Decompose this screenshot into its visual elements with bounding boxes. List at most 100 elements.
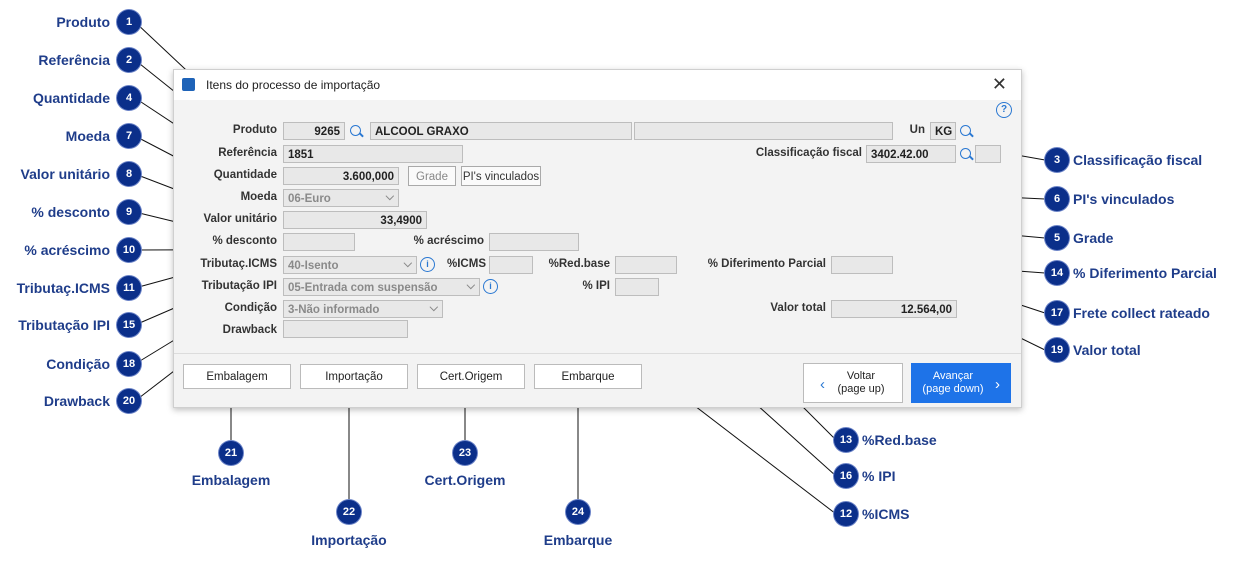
callout-label-moeda: Moeda <box>65 128 110 144</box>
callout-label-valor-unitario: Valor unitário <box>20 166 110 182</box>
callout-label-cert-origem: Cert.Origem <box>424 472 506 488</box>
classificacao-extra-field[interactable] <box>975 145 1001 163</box>
valor-unitario-field[interactable]: 33,4900 <box>283 211 427 229</box>
callout-badge-20: 20 <box>117 389 141 413</box>
callout-label-embalagem: Embalagem <box>191 472 271 488</box>
callout-badge-5: 5 <box>1045 226 1069 250</box>
callout-label-diferimento: % Diferimento Parcial <box>1073 265 1217 281</box>
unidade-field[interactable]: KG <box>930 122 956 140</box>
red-base-label: %Red.base <box>548 258 610 270</box>
callout-badge-22: 22 <box>337 500 361 524</box>
classificacao-label: Classificação fiscal <box>755 147 862 159</box>
importacao-button[interactable]: Importação <box>300 364 408 389</box>
icms-field[interactable] <box>489 256 533 274</box>
moeda-label: Moeda <box>240 191 277 203</box>
callout-badge-18: 18 <box>117 352 141 376</box>
tributac-icms-info-icon[interactable]: i <box>420 257 435 272</box>
embarque-button[interactable]: Embarque <box>534 364 642 389</box>
close-icon[interactable]: ✕ <box>991 74 1007 94</box>
acrescimo-field[interactable] <box>489 233 579 251</box>
un-label: Un <box>909 124 925 136</box>
tributacao-ipi-info-icon[interactable]: i <box>483 279 498 294</box>
callout-badge-12: 12 <box>834 502 858 526</box>
tributac-icms-select[interactable]: 40-Isento <box>283 256 417 274</box>
callout-badge-8: 8 <box>117 162 141 186</box>
red-base-field[interactable] <box>615 256 677 274</box>
tributacao-ipi-select[interactable]: 05-Entrada com suspensão <box>283 278 480 296</box>
referencia-label: Referência <box>218 147 277 159</box>
callout-label-icms: %ICMS <box>862 506 910 522</box>
avancar-shortcut: (page down) <box>922 383 984 395</box>
import-items-dialog: Itens do processo de importação ✕ ? Prod… <box>173 69 1022 408</box>
quantidade-label: Quantidade <box>213 169 277 181</box>
drawback-field[interactable] <box>283 320 408 338</box>
unidade-search-icon[interactable] <box>960 125 971 136</box>
moeda-select[interactable]: 06-Euro <box>283 189 399 207</box>
chevron-left-icon: ‹ <box>820 376 825 393</box>
voltar-button[interactable]: ‹ Voltar (page up) <box>803 363 903 403</box>
ipi-field[interactable] <box>615 278 659 296</box>
classificacao-field[interactable]: 3402.42.00 <box>866 145 956 163</box>
help-icon[interactable]: ? <box>996 102 1012 118</box>
callout-label-embarque: Embarque <box>543 532 613 548</box>
callout-label-grade: Grade <box>1073 230 1114 246</box>
callout-label-tributacao-ipi: Tributação IPI <box>18 317 110 333</box>
classificacao-search-icon[interactable] <box>960 148 971 159</box>
footer-separator <box>174 353 1021 354</box>
callout-label-condicao: Condição <box>46 356 110 372</box>
callout-label-frete-collect: Frete collect rateado <box>1073 305 1210 321</box>
callout-label-tributac-icms: Tributaç.ICMS <box>16 280 110 296</box>
desconto-label: % desconto <box>212 235 277 247</box>
produto-descricao-field[interactable]: ALCOOL GRAXO <box>370 122 632 140</box>
callout-badge-7: 7 <box>117 124 141 148</box>
callout-badge-16: 16 <box>834 464 858 488</box>
callout-badge-23: 23 <box>453 441 477 465</box>
callout-badge-19: 19 <box>1045 338 1069 362</box>
produto-label: Produto <box>232 124 277 136</box>
valor-total-label: Valor total <box>770 302 826 314</box>
produto-search-icon[interactable] <box>350 125 361 136</box>
referencia-field[interactable]: 1851 <box>283 145 463 163</box>
callout-badge-13: 13 <box>834 428 858 452</box>
valor-unitario-label: Valor unitário <box>203 213 278 225</box>
callout-badge-17: 17 <box>1045 301 1069 325</box>
callout-badge-14: 14 <box>1045 261 1069 285</box>
diferimento-field[interactable] <box>831 256 893 274</box>
callout-badge-10: 10 <box>117 238 141 262</box>
grade-button[interactable]: Grade <box>408 166 456 186</box>
callout-badge-3: 3 <box>1045 148 1069 172</box>
callout-badge-2: 2 <box>117 48 141 72</box>
callout-label-drawback: Drawback <box>43 393 110 409</box>
callout-label-referencia: Referência <box>38 52 110 68</box>
callout-label-acrescimo: % acréscimo <box>24 242 110 258</box>
produto-codigo-field[interactable]: 9265 <box>283 122 345 140</box>
callout-badge-9: 9 <box>117 200 141 224</box>
callout-label-valor-total: Valor total <box>1073 342 1141 358</box>
ipi-label: % IPI <box>582 280 610 292</box>
acrescimo-label: % acréscimo <box>413 235 484 247</box>
condicao-select[interactable]: 3-Não informado <box>283 300 443 318</box>
drawback-label: Drawback <box>222 324 277 336</box>
callout-badge-15: 15 <box>117 313 141 337</box>
callout-label-importacao: Importação <box>311 532 387 548</box>
desconto-field[interactable] <box>283 233 355 251</box>
callout-label-classificacao: Classificação fiscal <box>1073 152 1203 168</box>
avancar-button[interactable]: Avançar (page down) › <box>911 363 1011 403</box>
chevron-right-icon: › <box>995 376 1000 393</box>
embalagem-button[interactable]: Embalagem <box>183 364 291 389</box>
callout-badge-24: 24 <box>566 500 590 524</box>
cert-origem-button[interactable]: Cert.Origem <box>417 364 525 389</box>
app-icon <box>182 78 195 91</box>
callout-label-desconto: % desconto <box>31 204 110 220</box>
voltar-label: Voltar <box>846 370 876 382</box>
avancar-label: Avançar <box>932 370 974 382</box>
quantidade-field[interactable]: 3.600,000 <box>283 167 399 185</box>
callout-label-produto: Produto <box>56 14 110 30</box>
condicao-label: Condição <box>224 302 277 314</box>
valor-total-field[interactable]: 12.564,00 <box>831 300 957 318</box>
pis-vinculados-button[interactable]: PI's vinculados <box>461 166 541 186</box>
callout-label-quantidade: Quantidade <box>32 90 110 106</box>
produto-complemento-field[interactable] <box>634 122 893 140</box>
dialog-title: Itens do processo de importação <box>206 78 381 92</box>
callout-badge-21: 21 <box>219 441 243 465</box>
